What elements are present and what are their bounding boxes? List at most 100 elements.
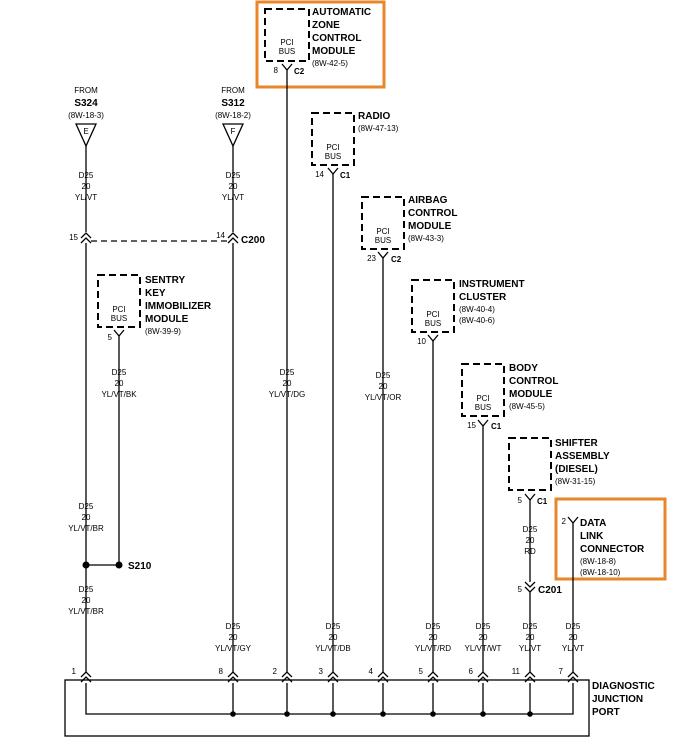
cluster-bus-line1: PCI xyxy=(426,310,439,319)
bcm-bus-line2: BUS xyxy=(475,403,491,412)
shifter-name-line3: (DIESEL) xyxy=(555,464,598,475)
dlc-ref-2: (8W-18-10) xyxy=(580,568,621,577)
shifter-ref: (8W-31-15) xyxy=(555,477,596,486)
highlight-box-azcm xyxy=(255,0,386,89)
diagnostic-junction-port: DIAGNOSTIC JUNCTION PORT xyxy=(64,679,655,737)
svg-text:20: 20 xyxy=(283,379,292,388)
svg-text:YL/VT: YL/VT xyxy=(222,193,244,202)
c200-left-pin: 15 xyxy=(69,233,78,242)
azcm-name-line3: CONTROL xyxy=(312,33,361,44)
djp-name-line1: DIAGNOSTIC xyxy=(592,681,655,692)
svg-text:20: 20 xyxy=(229,182,238,191)
svg-text:D25: D25 xyxy=(376,371,391,380)
djp-pin-4: 4 xyxy=(369,667,389,683)
radio-bus-line1: PCI xyxy=(326,143,339,152)
svg-text:20: 20 xyxy=(82,596,91,605)
radio-ref: (8W-47-13) xyxy=(358,124,399,133)
wire-label-w1-mid: D25 20 YL/VT/BR xyxy=(68,502,104,533)
radio-connector: C1 xyxy=(340,171,351,180)
azcm-bus-line1: PCI xyxy=(280,38,293,47)
cluster-ref-2: (8W-40-6) xyxy=(459,316,495,325)
s324-from: FROM xyxy=(74,86,98,95)
bcm-pin: 15 xyxy=(467,421,476,430)
wire-label-w1-top: D25 20 YL/VT xyxy=(75,171,97,202)
djp-name-line2: JUNCTION xyxy=(592,694,643,705)
shifter-pin: 5 xyxy=(518,496,523,505)
svg-text:20: 20 xyxy=(229,633,238,642)
svg-text:YL/VT/BR: YL/VT/BR xyxy=(68,607,104,616)
dlc-name-line3: CONNECTOR xyxy=(580,544,645,555)
s312-from: FROM xyxy=(221,86,245,95)
djp-pin-1: 1 xyxy=(72,667,92,683)
sentry-bus-line1: PCI xyxy=(112,305,125,314)
svg-text:8: 8 xyxy=(219,667,224,676)
airbag-name-line2: CONTROL xyxy=(408,208,457,219)
svg-text:20: 20 xyxy=(329,633,338,642)
radio-bus-line2: BUS xyxy=(325,152,341,161)
cluster-bus-line2: BUS xyxy=(425,319,441,328)
svg-text:D25: D25 xyxy=(523,622,538,631)
wire-label-w8-low: D25 20 YL/VT/GY xyxy=(215,622,252,653)
airbag-name-line3: MODULE xyxy=(408,221,452,232)
module-radio: PCI BUS RADIO (8W-47-13) 14 C1 xyxy=(311,111,399,180)
sentry-name-line4: MODULE xyxy=(145,314,189,325)
wire-label-w8-top: D25 20 YL/VT xyxy=(222,171,244,202)
svg-text:20: 20 xyxy=(115,379,124,388)
djp-pin-3: 3 xyxy=(319,667,339,683)
module-airbag: PCI BUS AIRBAG CONTROL MODULE (8W-43-3) … xyxy=(361,195,457,264)
bcm-name-line3: MODULE xyxy=(509,389,553,400)
bcm-bus-line1: PCI xyxy=(476,394,489,403)
bcm-name-line2: CONTROL xyxy=(509,376,558,387)
highlight-box-dlc xyxy=(554,497,667,581)
airbag-pin: 23 xyxy=(367,254,376,263)
c200-right-pin: 14 xyxy=(216,231,225,240)
sentry-ref: (8W-39-9) xyxy=(145,327,181,336)
sentry-pin: 5 xyxy=(108,333,113,342)
module-bcm: PCI BUS BODY CONTROL MODULE (8W-45-5) 15… xyxy=(461,363,558,431)
bcm-ref: (8W-45-5) xyxy=(509,402,545,411)
sentry-name-line2: KEY xyxy=(145,288,166,299)
module-azcm: PCI BUS AUTOMATIC ZONE CONTROL MODULE (8… xyxy=(264,7,371,76)
wire-label-w1-low: D25 20 YL/VT/BR xyxy=(68,585,104,616)
svg-text:20: 20 xyxy=(569,633,578,642)
azcm-pin: 8 xyxy=(274,66,279,75)
airbag-bus-line1: PCI xyxy=(376,227,389,236)
dlc-name-line1: DATA xyxy=(580,518,606,529)
svg-text:2: 2 xyxy=(273,667,278,676)
s324-letter: E xyxy=(83,127,88,136)
svg-text:20: 20 xyxy=(379,382,388,391)
djp-pin-8: 8 xyxy=(219,667,239,683)
wire-label-shifter-top: D25 20 RD xyxy=(523,525,538,556)
svg-text:20: 20 xyxy=(526,633,535,642)
svg-text:20: 20 xyxy=(429,633,438,642)
svg-text:YL/VT/OR: YL/VT/OR xyxy=(365,393,402,402)
svg-text:YL/VT/GY: YL/VT/GY xyxy=(215,644,252,653)
azcm-bus-line2: BUS xyxy=(279,47,295,56)
djp-pin-2: 2 xyxy=(273,667,293,683)
source-s312: FROM S312 (8W-18-2) F xyxy=(215,86,251,148)
svg-text:D25: D25 xyxy=(79,585,94,594)
svg-text:YL/VT: YL/VT xyxy=(562,644,584,653)
svg-text:D25: D25 xyxy=(426,622,441,631)
svg-text:3: 3 xyxy=(319,667,324,676)
djp-name-line3: PORT xyxy=(592,707,620,718)
svg-text:YL/VT/DB: YL/VT/DB xyxy=(315,644,351,653)
azcm-name-line2: ZONE xyxy=(312,20,340,31)
bcm-connector: C1 xyxy=(491,422,502,431)
cluster-pin: 10 xyxy=(417,337,426,346)
shifter-connector: C1 xyxy=(537,497,548,506)
svg-text:YL/VT: YL/VT xyxy=(519,644,541,653)
wire-label-azcm: D25 20 YL/VT/DG xyxy=(269,368,305,399)
djp-pin-7: 7 xyxy=(559,667,579,683)
svg-text:11: 11 xyxy=(512,667,521,676)
c200-pin15-marker xyxy=(80,232,92,244)
wire-label-sentry: D25 20 YL/VT/BK xyxy=(101,368,137,399)
wire-label-airbag: D25 20 YL/VT/OR xyxy=(365,371,402,402)
svg-text:D25: D25 xyxy=(280,368,295,377)
svg-text:D25: D25 xyxy=(523,525,538,534)
svg-text:20: 20 xyxy=(479,633,488,642)
svg-text:D25: D25 xyxy=(226,622,241,631)
sentry-bus-line2: BUS xyxy=(111,314,127,323)
svg-text:YL/VT/WT: YL/VT/WT xyxy=(465,644,502,653)
